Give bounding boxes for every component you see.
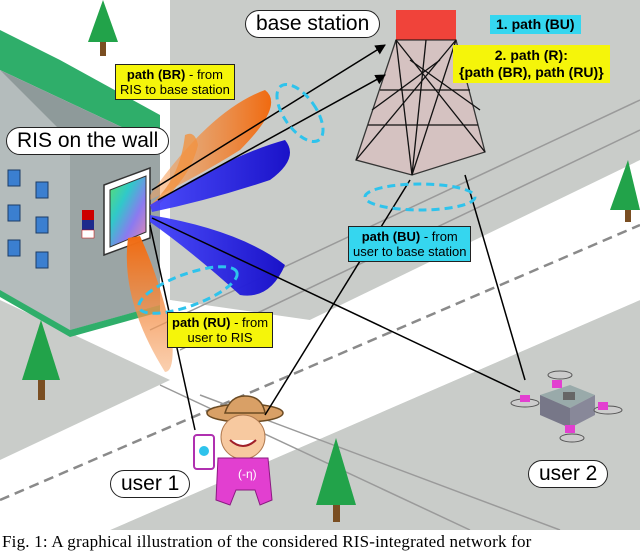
ris-label: RIS on the wall <box>6 127 170 155</box>
flag-icon <box>82 210 94 220</box>
user1-label: user 1 <box>110 470 191 498</box>
tree-icon <box>22 320 60 400</box>
phone-icon <box>193 434 215 470</box>
tree-icon <box>316 438 356 522</box>
legend-path-r-line1: 2. path (R): <box>494 47 568 63</box>
tower-icon <box>355 10 486 176</box>
path-br-arrow-1 <box>151 44 386 191</box>
path-bu-tag: path (BU) - from user to base station <box>348 226 472 262</box>
path-ru-line2: user to RIS <box>187 330 253 345</box>
legend-path-r: 2. path (R): {path (BR), path (RU)} <box>453 45 610 83</box>
path-bu-suffix: - from <box>420 229 458 244</box>
beam-ellipse-br <box>275 82 325 144</box>
legend-path-r-line2: {path (BR), path (RU)} <box>459 64 604 80</box>
path-ru-tag: path (RU) - from user to RIS <box>167 312 274 348</box>
beam-ellipse-bu <box>363 182 477 212</box>
tree-icon <box>88 0 118 56</box>
legend-path-bu: 1. path (BU) <box>490 15 581 34</box>
path-ru-user2 <box>151 217 521 393</box>
svg-text:(-η): (-η) <box>238 467 257 481</box>
scene-illustration: (-η) <box>0 0 640 530</box>
ris-panel-icon <box>103 166 151 257</box>
beam-blue <box>150 140 290 296</box>
path-br-suffix: - from <box>185 67 223 82</box>
path-ru-suffix: - from <box>230 315 269 330</box>
user2-label: user 2 <box>528 460 609 488</box>
path-br-arrow-2 <box>157 74 386 201</box>
figure-caption: Fig. 1: A graphical illustration of the … <box>2 532 532 551</box>
tree-icon <box>610 160 640 222</box>
path-br-line2: RIS to base station <box>120 82 230 97</box>
farmer-user-icon: (-η) <box>206 395 284 506</box>
path-bu-user1 <box>264 179 411 416</box>
path-bu-line2: user to base station <box>353 244 467 259</box>
drone-icon <box>510 370 623 443</box>
path-br-tag: path (BR) - from RIS to base station <box>115 64 235 100</box>
path-bu-user2 <box>464 174 526 381</box>
path-br-title: path (BR) <box>126 67 186 82</box>
base-station-label: base station <box>245 10 381 38</box>
beam-ellipse-ru <box>137 265 239 315</box>
path-bu-title: path (BU) <box>361 229 421 244</box>
path-ru-title: path (RU) <box>172 315 231 330</box>
